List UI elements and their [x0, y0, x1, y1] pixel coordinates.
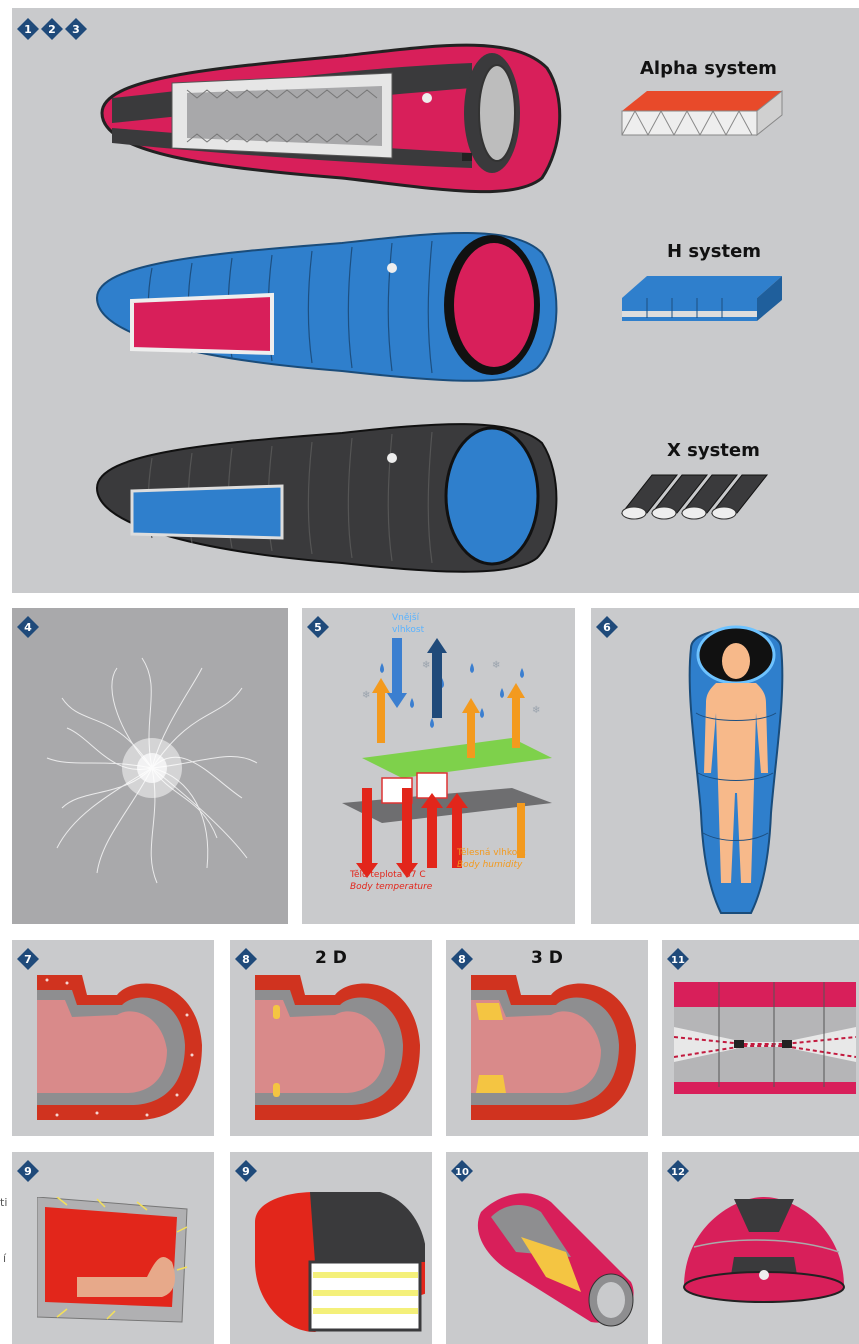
badge-8a-text: 8	[242, 953, 250, 966]
body-temperature-cz: Tělo teplota 37 C	[350, 870, 426, 880]
badge-8b-text: 8	[458, 953, 466, 966]
badge-6: 6	[596, 616, 618, 638]
hood-dome-illustration	[674, 1187, 854, 1327]
external-moisture-label-1: Vnější	[392, 613, 419, 623]
body-temperature-en: Body temperature	[350, 882, 432, 892]
body-humidity-en: Body humidity	[457, 860, 522, 870]
badge-7-text: 7	[24, 953, 32, 966]
badge-9-foot: 9	[17, 1160, 39, 1182]
badge-8-2d: 8	[235, 948, 257, 970]
tube-illustration	[471, 1182, 641, 1332]
baffle-layers-illustration	[255, 1182, 425, 1332]
hood-profile-panel: 7	[12, 940, 214, 1136]
hood-3d-panel: 8 3 D	[446, 940, 648, 1136]
x-system-label: X system	[667, 440, 760, 461]
foot-box-illustration	[37, 1197, 207, 1327]
badge-1: 1	[17, 18, 39, 40]
badge-10-text: 10	[455, 1167, 469, 1178]
h-sleeping-bag-illustration	[92, 213, 562, 388]
alpha-sleeping-bag-illustration	[92, 28, 562, 198]
zip-baffle-illustration	[674, 982, 856, 1097]
badge-4-text: 4	[24, 621, 32, 634]
badge-11-text: 11	[671, 955, 685, 966]
foot-box-panel: 9	[12, 1152, 214, 1344]
hood-2d-illustration	[255, 975, 425, 1120]
badge-10: 10	[451, 1160, 473, 1182]
svg-text:❄: ❄	[362, 690, 370, 701]
badge-3: 3	[65, 18, 87, 40]
2d-title: 2 D	[315, 948, 347, 968]
hood-3d-illustration	[471, 975, 641, 1120]
body-humidity-cz: Tělesná vlhkost	[457, 848, 525, 858]
fibre-panel: 4	[12, 608, 288, 924]
alpha-system-label: Alpha system	[640, 58, 777, 79]
tube-panel: 10	[446, 1152, 648, 1344]
body-silhouette-in-bag	[671, 613, 801, 918]
h-system-block	[617, 266, 787, 331]
svg-text:❄: ❄	[422, 660, 430, 671]
badge-2-text: 2	[48, 23, 56, 36]
h-system-label: H system	[667, 241, 761, 262]
badge-12: 12	[667, 1160, 689, 1182]
hood-dome-panel: 12	[662, 1152, 859, 1344]
zip-baffle-panel: 11	[662, 940, 859, 1136]
badge-5-text: 5	[314, 621, 322, 634]
external-moisture-label-2: vlhkost	[392, 625, 424, 635]
x-system-block	[617, 463, 787, 528]
badge-2: 2	[41, 18, 63, 40]
badge-9a-text: 9	[24, 1165, 32, 1178]
hood-2d-panel: 8 2 D	[230, 940, 432, 1136]
badge-4: 4	[17, 616, 39, 638]
hood-profile-illustration	[37, 975, 207, 1120]
body-in-bag-panel: 6	[591, 608, 859, 924]
moisture-panel: 5 Vnější vlhkost ❄ ❄ ❄ ❄	[302, 608, 575, 924]
badge-9-layers: 9	[235, 1160, 257, 1182]
alpha-system-block	[617, 83, 787, 143]
edge-text-1: ti	[0, 1196, 7, 1209]
badge-5: 5	[307, 616, 329, 638]
badge-11: 11	[667, 948, 689, 970]
sleeping-bag-systems-panel: 1 2 3	[12, 8, 859, 593]
baffle-layers-panel: 9	[230, 1152, 432, 1344]
edge-text-2: í	[3, 1252, 6, 1265]
badge-12-text: 12	[671, 1167, 685, 1178]
badge-1-text: 1	[24, 23, 32, 36]
badge-3-text: 3	[72, 23, 80, 36]
fibre-cluster-illustration	[42, 648, 262, 888]
svg-text:❄: ❄	[532, 705, 540, 716]
moisture-diagram: ❄ ❄ ❄ ❄	[322, 638, 562, 893]
x-sleeping-bag-illustration	[92, 408, 562, 583]
3d-title: 3 D	[531, 948, 563, 968]
badge-7: 7	[17, 948, 39, 970]
badge-6-text: 6	[603, 621, 611, 634]
badge-8-3d: 8	[451, 948, 473, 970]
badge-9b-text: 9	[242, 1165, 250, 1178]
svg-text:❄: ❄	[492, 660, 500, 671]
